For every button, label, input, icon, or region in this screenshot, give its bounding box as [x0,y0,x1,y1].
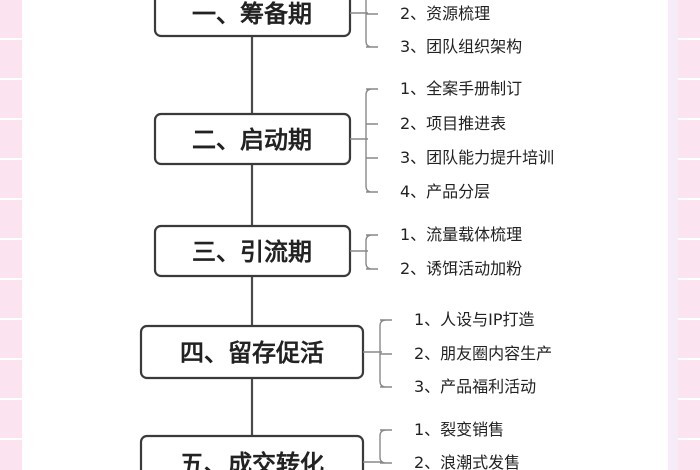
stage-1-item-1: 2、资源梳理 [400,4,490,23]
stage-3: 三、引流期 1、流量载体梳理 2、诱饵活动加粉 [153,224,522,278]
stage-2-item-3: 3、团队能力提升培训 [400,148,554,167]
stage-1-bracket [350,0,378,48]
stage-5-bracket [363,429,392,464]
stage-2-item-2: 2、项目推进表 [400,114,506,133]
stage-4-bracket [363,319,392,388]
stage-2-item-4: 4、产品分层 [400,182,490,201]
stage-1-item-2: 3、团队组织架构 [400,37,522,56]
stage-4-item-1: 1、人设与IP打造 [414,310,535,329]
stage-2-title: 二、启动期 [192,126,312,154]
stage-5-title: 五、成交转化 [180,450,324,470]
stage-2-item-1: 1、全案手册制订 [400,79,522,98]
stage-1: 一、筹备期 2、资源梳理 3、团队组织架构 [153,0,522,56]
stage-3-title: 三、引流期 [192,238,312,266]
stage-5-item-1: 1、裂变销售 [414,420,504,439]
stage-1-title: 一、筹备期 [192,0,312,28]
stage-4-title: 四、留存促活 [180,339,324,367]
right-decorative-border [678,0,700,470]
stage-4-item-3: 3、产品福利活动 [414,377,536,396]
stage-3-bracket [350,234,378,270]
stage-3-item-1: 1、流量载体梳理 [400,225,522,244]
stage-4-item-2: 2、朋友圈内容生产 [414,344,552,363]
stage-5-item-2: 2、浪潮式发售 [414,453,520,470]
stage-4: 四、留存促活 1、人设与IP打造 2、朋友圈内容生产 3、产品福利活动 [139,310,552,396]
stage-2-bracket [350,88,378,193]
stage-3-item-2: 2、诱饵活动加粉 [400,259,522,278]
left-decorative-border [0,0,22,470]
stage-2: 二、启动期 1、全案手册制订 2、项目推进表 3、团队能力提升培训 4、产品分层 [153,79,554,201]
stage-5: 五、成交转化 1、裂变销售 2、浪潮式发售 [139,420,520,470]
